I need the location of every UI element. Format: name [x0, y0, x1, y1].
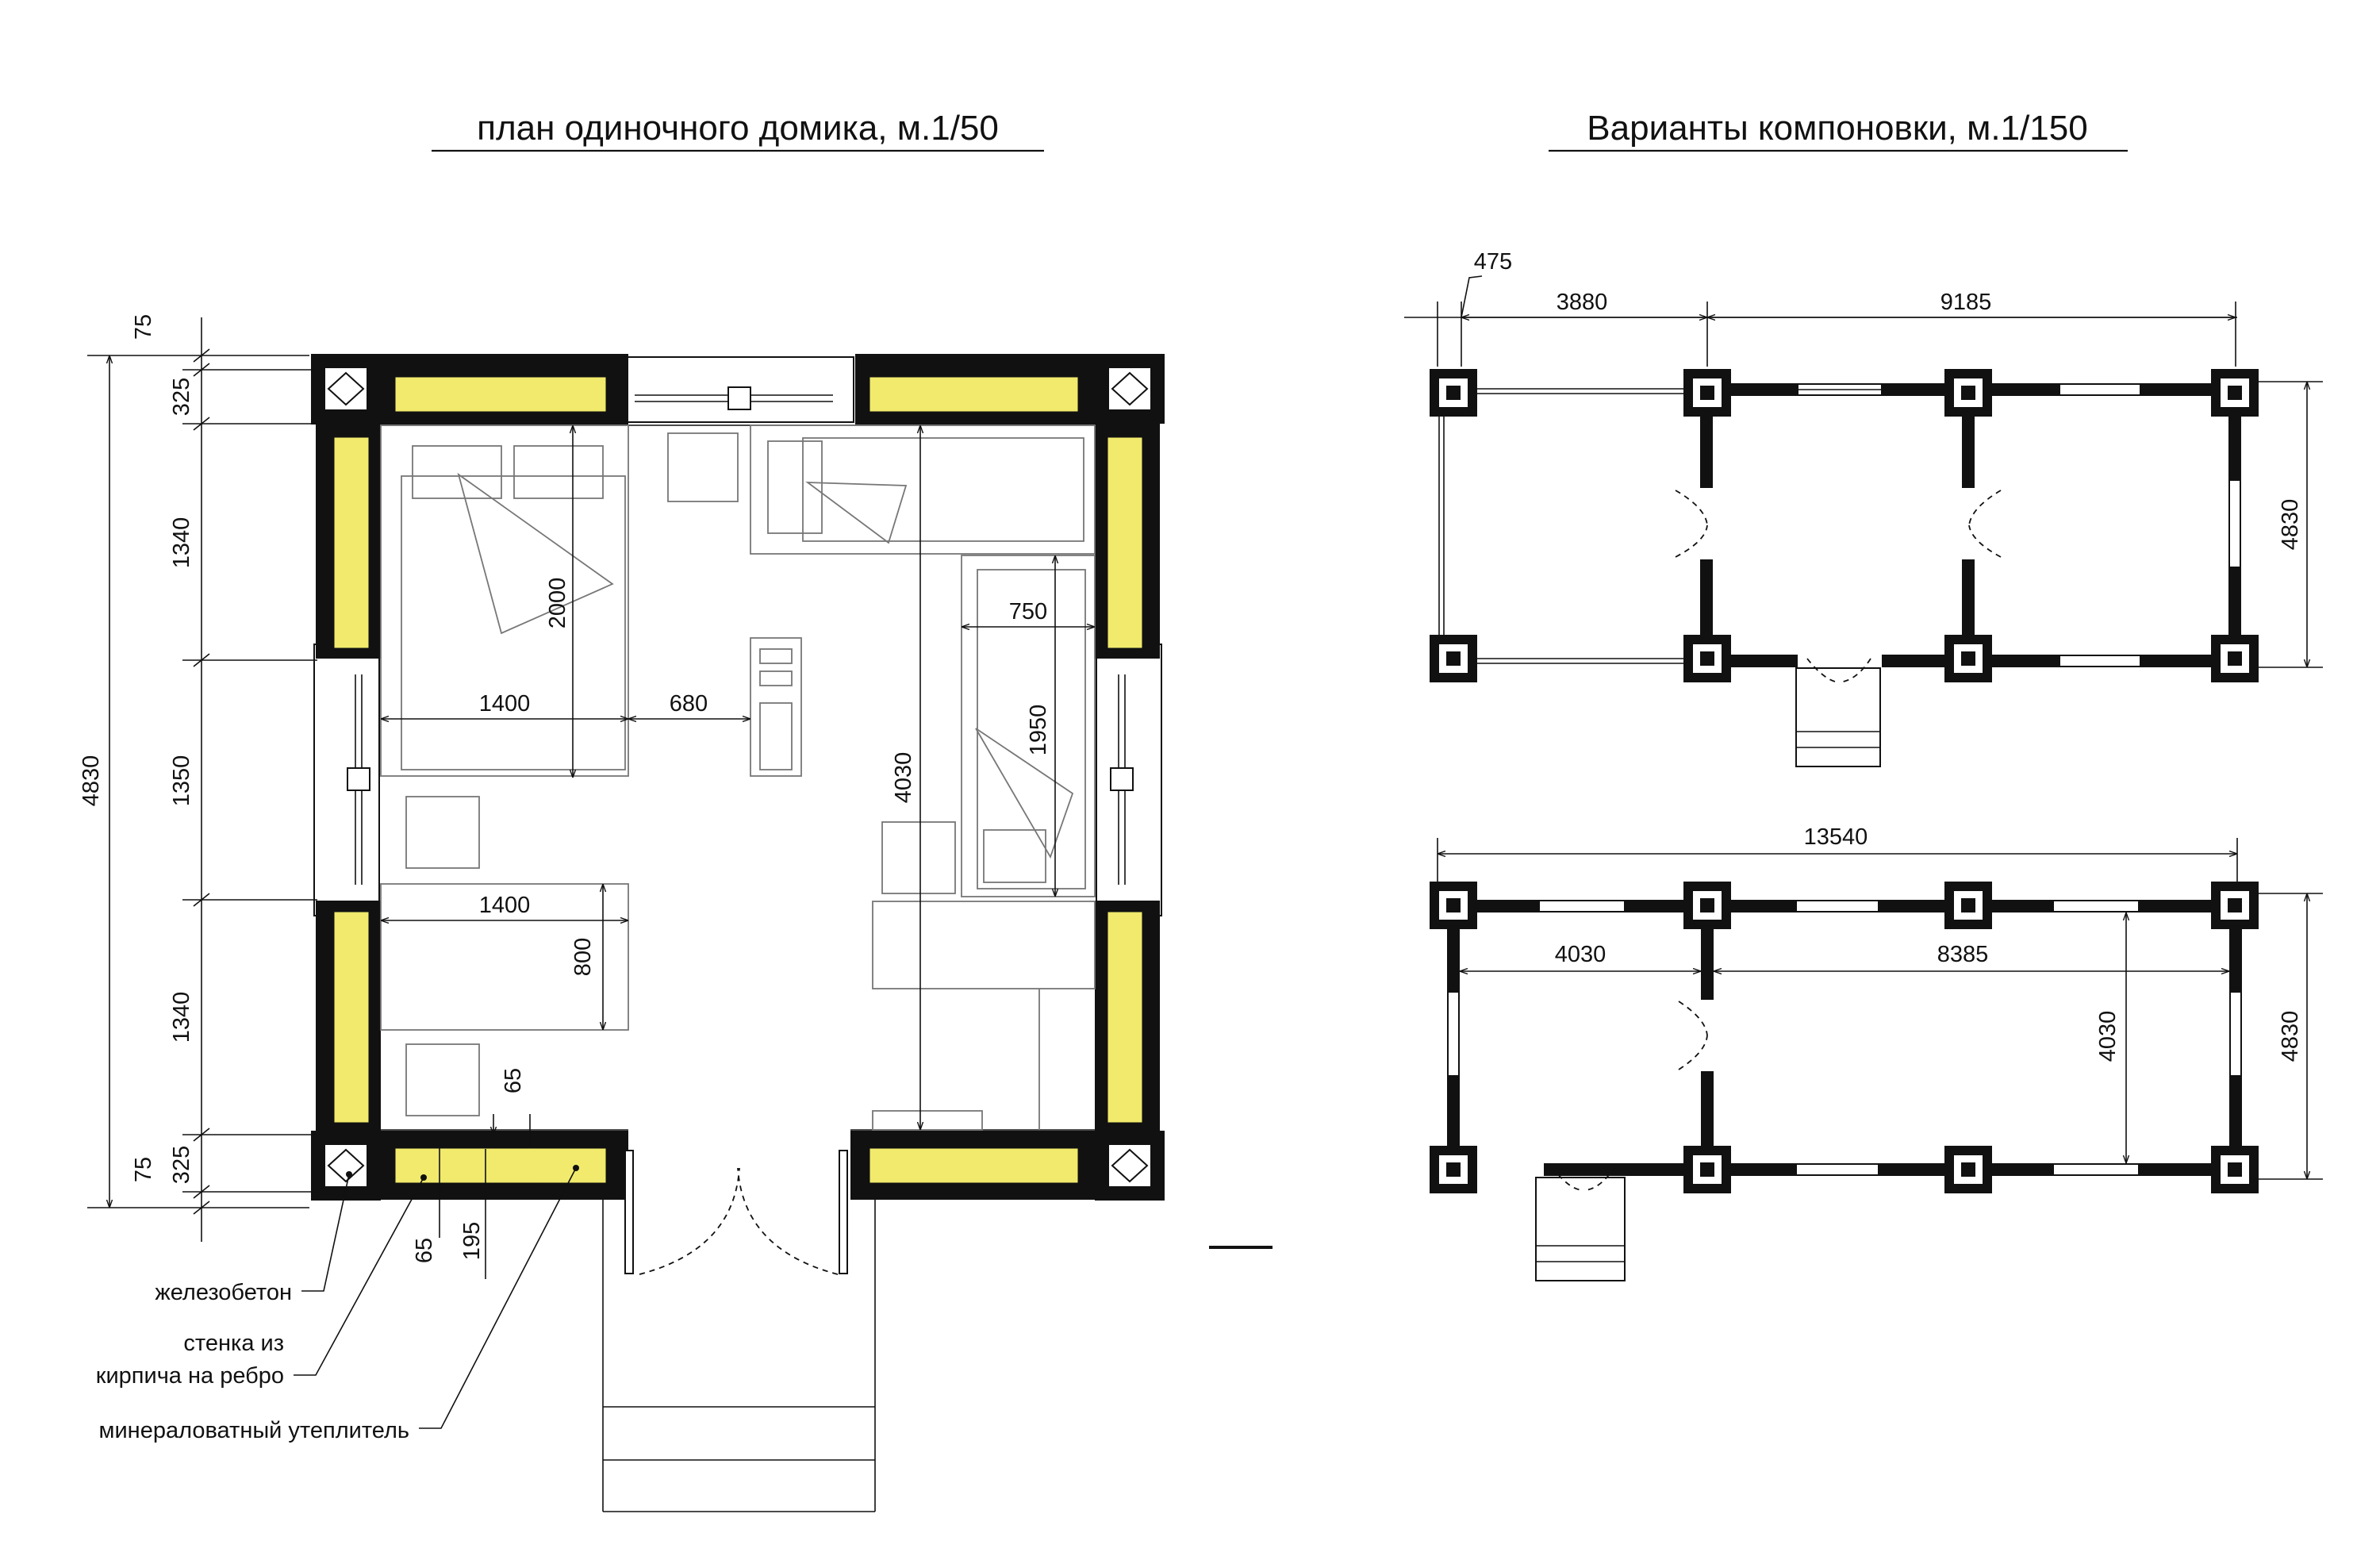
dim-1340-lower: 1340: [169, 992, 194, 1043]
dim-2000: 2000: [545, 578, 570, 629]
dim-65-outer: 65: [412, 1238, 437, 1263]
dim-800: 800: [570, 938, 596, 976]
v2-dim-4030-vertical: 4030: [2095, 1011, 2121, 1062]
dim-750: 750: [1009, 599, 1047, 624]
chair-bottom: [405, 1043, 480, 1116]
dim-1950: 1950: [1026, 705, 1051, 756]
dim-1350: 1350: [169, 755, 194, 807]
entrance-double-door: [624, 1150, 848, 1275]
dim-1400-lower: 1400: [479, 893, 531, 918]
v2-dim-8385: 8385: [1937, 942, 1989, 967]
legend-brick-line2: кирпича на ребро: [96, 1363, 284, 1389]
insulation-left-upper: [332, 435, 371, 651]
bed-bottom-left: [380, 883, 629, 1031]
dim-325-bottom: 325: [169, 1146, 194, 1184]
corner-column-tr: [1095, 354, 1165, 424]
legend-concrete: железобетон: [155, 1280, 292, 1305]
single-house-plan: 75 325 1340 1350 1340 325 75 4830 2000 1…: [79, 314, 1273, 1512]
insulation-right-lower: [1105, 909, 1145, 1125]
legend-leaders: [294, 1165, 579, 1429]
dim-680: 680: [670, 691, 708, 717]
nightstand: [667, 432, 739, 502]
v2-dim-13540: 13540: [1804, 824, 1868, 850]
bed-top-left: [380, 425, 629, 777]
dim-65-inner: 65: [501, 1068, 526, 1093]
bed-top-right: [750, 425, 1096, 555]
plan-dims-left: [87, 317, 317, 1242]
variants-title: Варианты компоновки, м.1/150: [1587, 109, 2087, 148]
chair-left: [405, 796, 480, 869]
v2-dim-4030-horizontal: 4030: [1555, 942, 1606, 967]
dim-75-top: 75: [131, 314, 156, 340]
window-sash-right: [1110, 767, 1134, 791]
dim-1340-upper: 1340: [169, 517, 194, 569]
insulation-right-upper: [1105, 435, 1145, 651]
bed-right: [961, 555, 1096, 897]
insulation-left-lower: [332, 909, 371, 1125]
counter: [872, 901, 1096, 989]
insulation-top-left: [393, 375, 608, 414]
plan-title: план одиночного домика, м.1/50: [477, 109, 999, 148]
v1-dim-9185: 9185: [1940, 290, 1992, 315]
shelf: [872, 1110, 983, 1131]
insulation-top-right: [867, 375, 1081, 414]
window-sash-left: [347, 767, 370, 791]
insulation-bottom-right: [867, 1146, 1081, 1185]
v2-dim-4830: 4830: [2278, 1011, 2303, 1062]
corner-column-br: [1095, 1131, 1165, 1201]
dim-195: 195: [459, 1222, 485, 1260]
legend-mineral-wool: минераловатный утеплитель: [99, 1418, 409, 1443]
window-sash-top: [727, 386, 751, 410]
v1-dim-4830: 4830: [2278, 499, 2303, 551]
legend-brick-line1: стенка из: [183, 1331, 284, 1356]
dim-4830-overall: 4830: [79, 755, 104, 807]
dim-4030: 4030: [891, 752, 916, 804]
v1-dim-3880: 3880: [1557, 290, 1608, 315]
corner-column-tl: [311, 354, 381, 424]
dim-1400-upper: 1400: [479, 691, 531, 717]
layout-variant-1: [1404, 275, 2323, 767]
entrance-porch: [602, 1200, 876, 1512]
dim-75-bottom: 75: [131, 1157, 156, 1182]
chair-right: [881, 821, 956, 894]
v1-dim-475: 475: [1474, 249, 1512, 275]
dim-325-top: 325: [169, 378, 194, 416]
table-middle: [750, 637, 802, 777]
layout-variant-2: [1430, 838, 2323, 1281]
